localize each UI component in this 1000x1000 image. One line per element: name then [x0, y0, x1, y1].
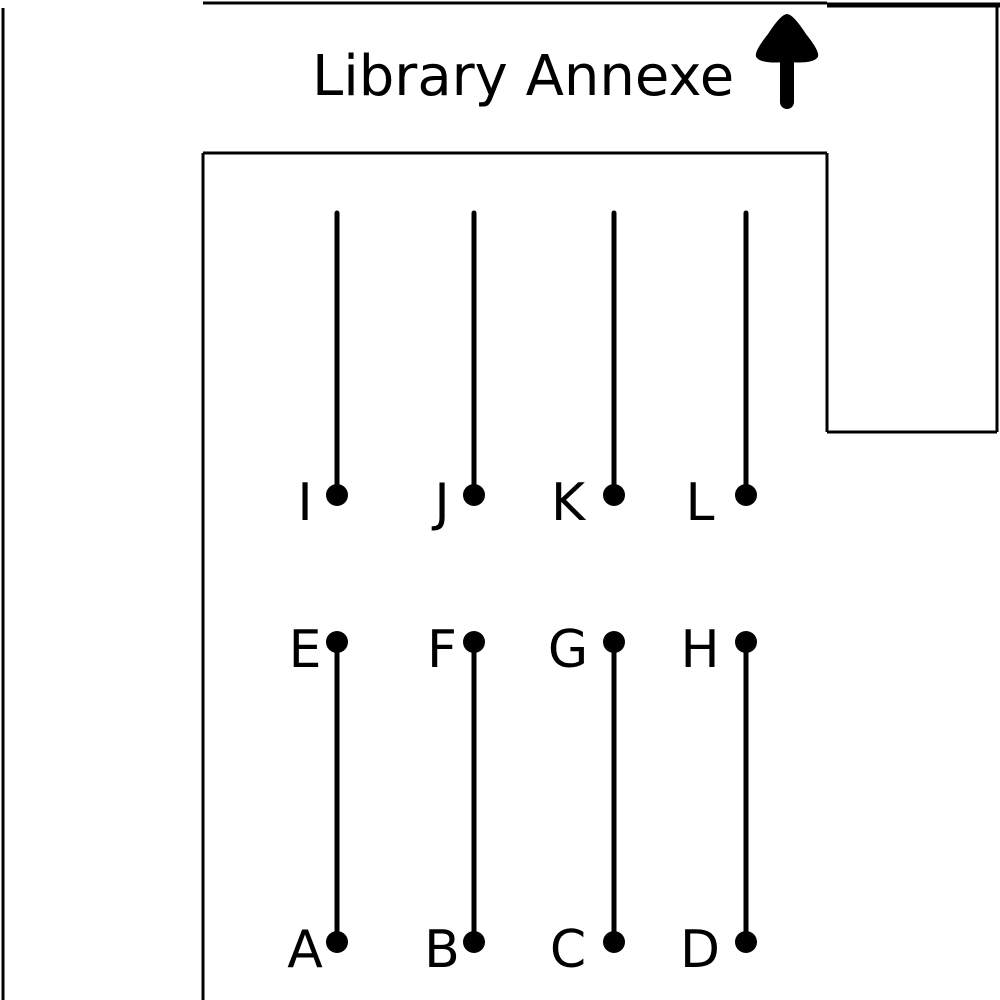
shelf-end-dot-d: [735, 931, 757, 953]
shelf-label-g: G: [548, 620, 588, 680]
arrow-up-icon: [755, 14, 819, 109]
shelf-label-j: J: [431, 473, 449, 533]
shelf-label-i: I: [297, 473, 312, 533]
shelf-end-dot-k: [603, 484, 625, 506]
shelf-end-dot-j: [463, 484, 485, 506]
shelf-end-dot-f: [463, 631, 485, 653]
shelf-end-dot-b: [463, 931, 485, 953]
shelf-end-dot-i: [326, 484, 348, 506]
shelf-end-dot-h: [735, 631, 757, 653]
shelf-label-c: C: [550, 920, 586, 980]
map-title: Library Annexe: [312, 44, 734, 109]
shelf-label-k: K: [551, 473, 587, 533]
shelf-end-dot-g: [603, 631, 625, 653]
shelf-end-dot-c: [603, 931, 625, 953]
shelf-label-d: D: [680, 920, 720, 980]
shelf-label-l: L: [686, 473, 715, 533]
shelf-end-dot-l: [735, 484, 757, 506]
shelves: I J K L E A F B G C H D: [287, 210, 757, 980]
shelf-end-dot-a: [326, 931, 348, 953]
shelf-label-b: B: [424, 920, 460, 980]
shelf-label-e: E: [289, 620, 322, 680]
shelf-label-h: H: [680, 620, 719, 680]
shelf-end-dot-e: [326, 631, 348, 653]
shelf-label-a: A: [287, 920, 323, 980]
shelf-label-f: F: [427, 620, 457, 680]
